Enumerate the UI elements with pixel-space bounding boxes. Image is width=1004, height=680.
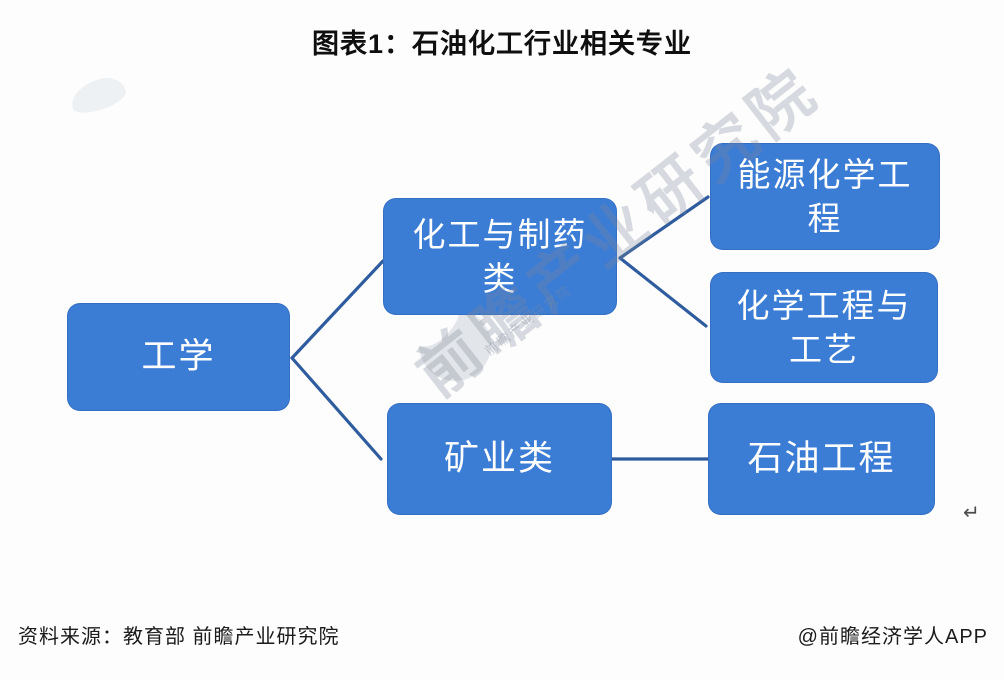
edge-chem-pharma-chem-tech [618,256,708,328]
node-chem-tech-label: 化学工程与 工艺 [736,286,912,368]
node-chem-tech: 化学工程与 工艺 [710,272,938,383]
node-energy-chem-label: 能源化学工 程 [737,155,913,237]
node-chem-pharma-label: 化工与制药 类 [412,215,588,297]
node-engineering-label: 工学 [141,336,216,376]
return-mark-icon: ↵ [963,502,980,524]
node-petroleum-label: 石油工程 [747,438,896,478]
node-energy-chem: 能源化学工 程 [710,143,940,250]
credit-note: @前瞻经济学人APP [797,626,988,648]
node-engineering: 工学 [67,303,290,411]
source-note: 资料来源：教育部 前瞻产业研究院 [18,626,340,648]
node-petroleum: 石油工程 [708,403,935,515]
edge-engineering-mining [290,356,383,461]
edge-engineering-chem-pharma [290,259,385,360]
node-chem-pharma: 化工与制药 类 [383,198,617,315]
page-title: 图表1：石油化工行业相关专业 [311,29,692,59]
node-mining: 矿业类 [387,403,612,515]
node-mining-label: 矿业类 [443,438,555,478]
edge-chem-pharma-energy-chem [618,195,710,260]
